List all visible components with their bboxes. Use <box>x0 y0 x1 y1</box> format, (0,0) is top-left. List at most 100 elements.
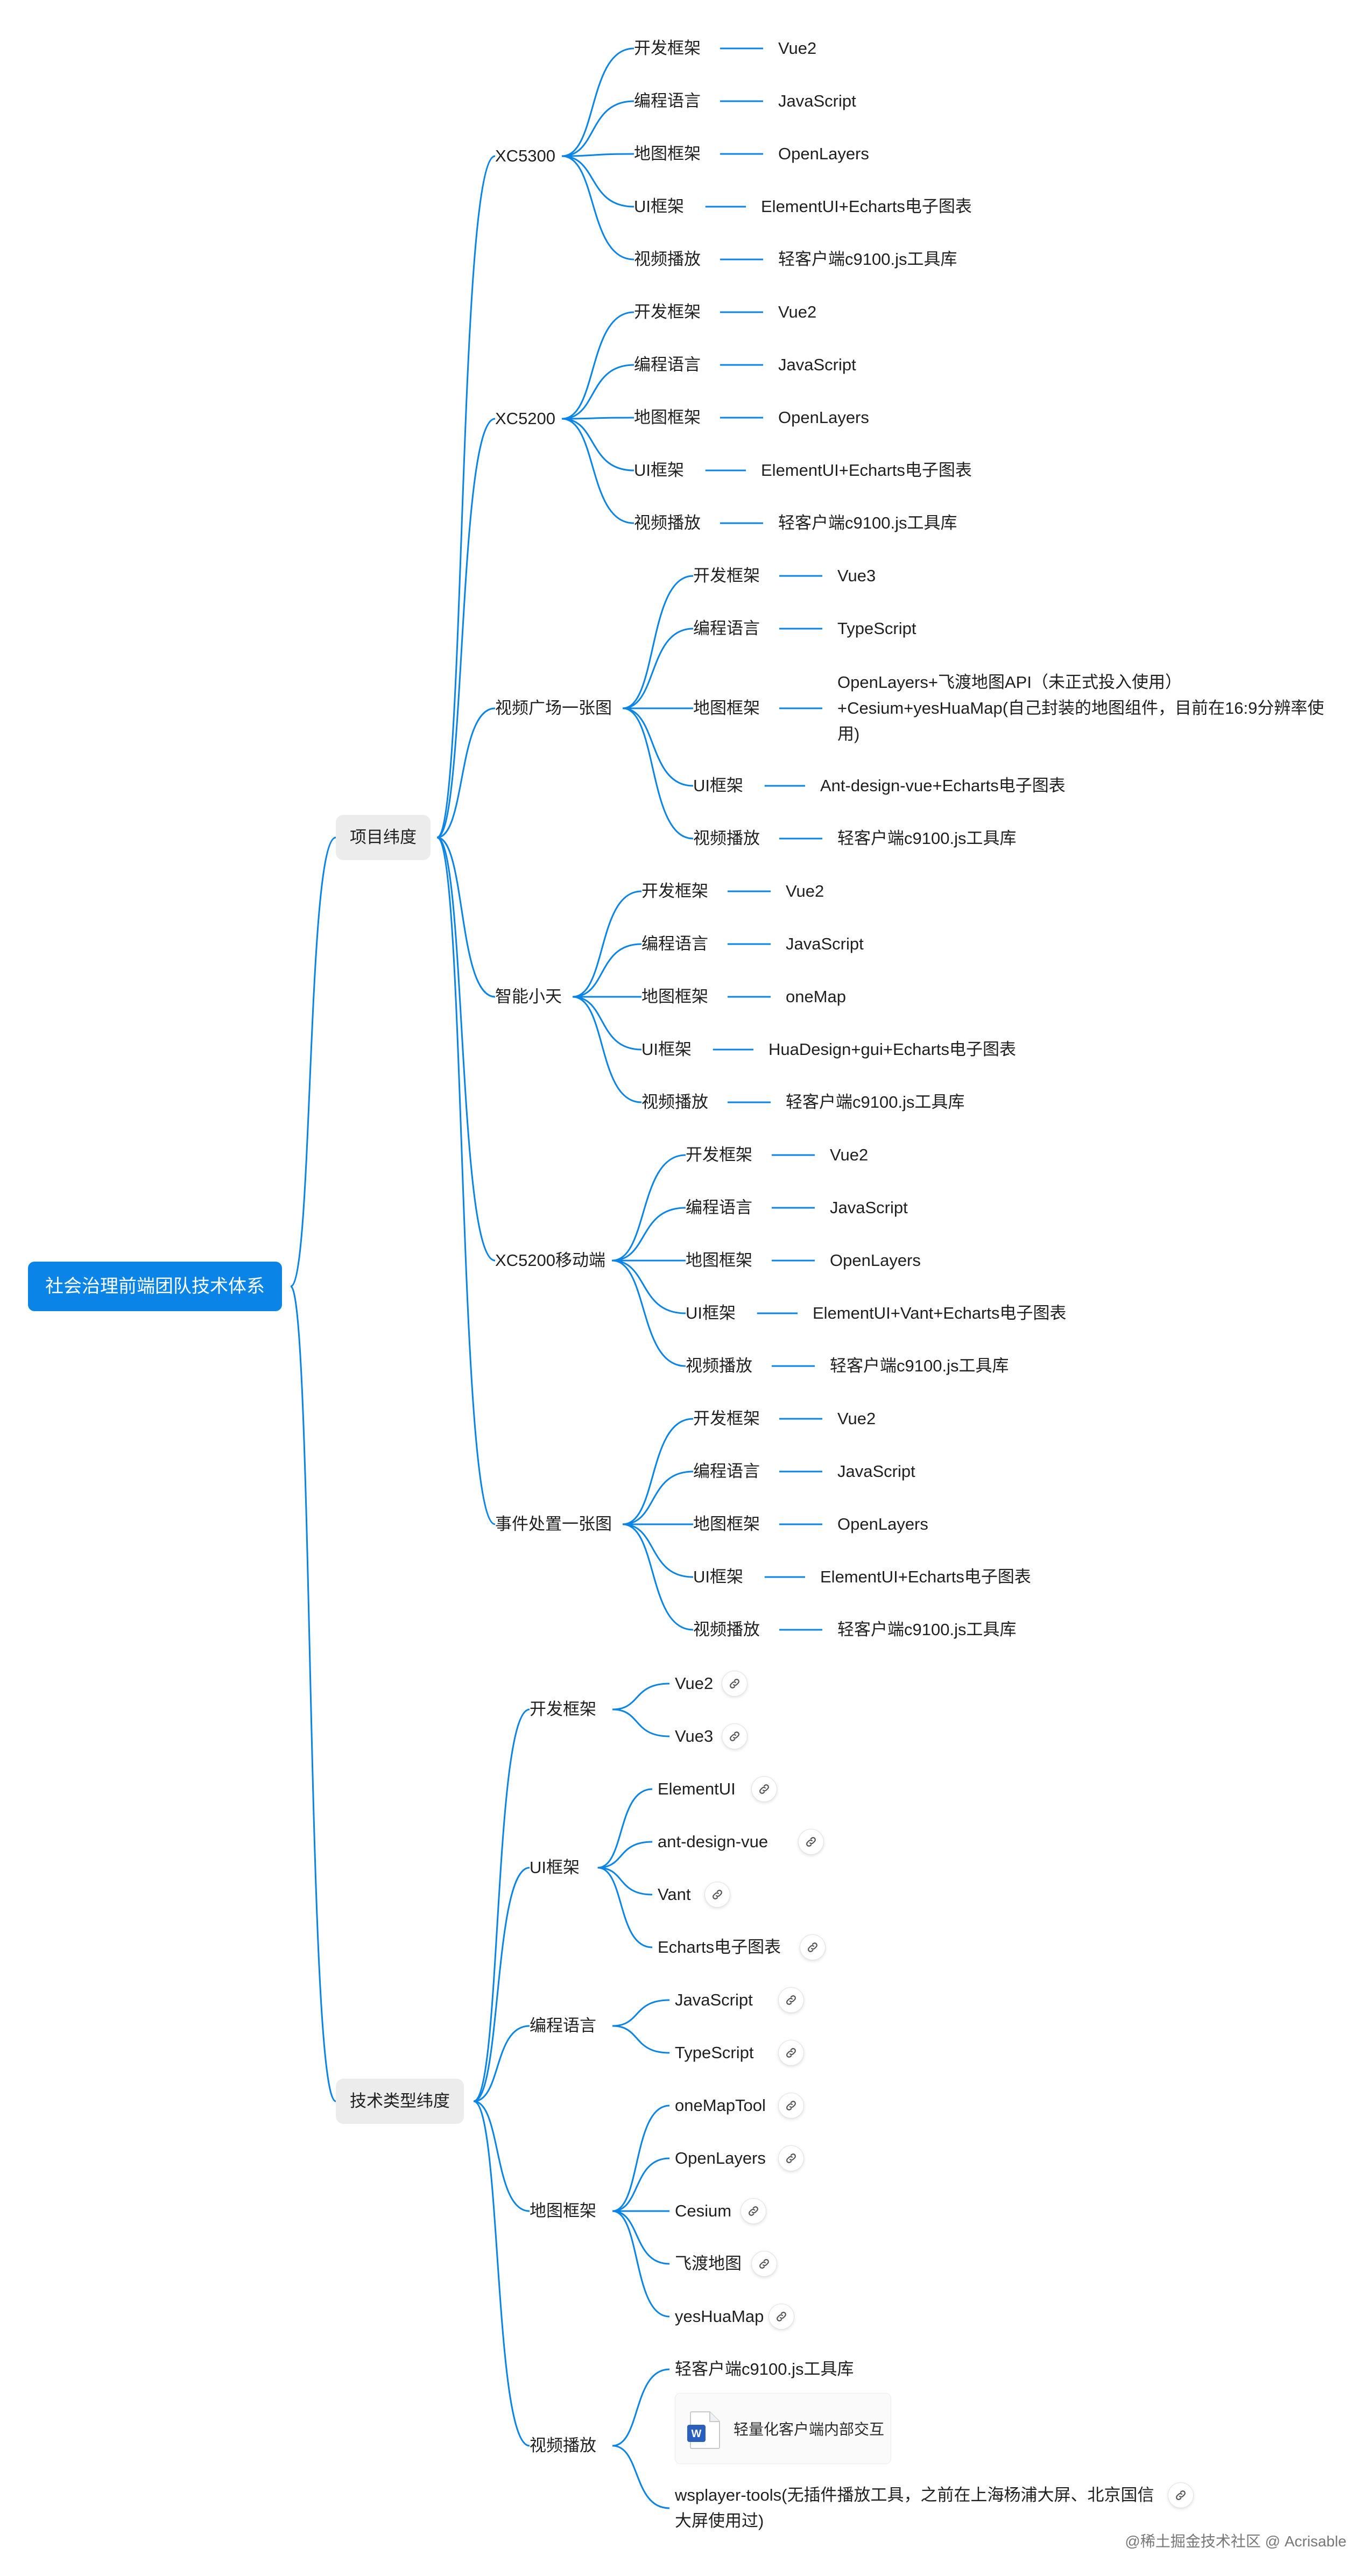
root-to-tech <box>290 1285 336 2102</box>
value-node: OpenLayers+飞渡地图API（未正式投入使用）+Cesium+yesHu… <box>837 673 1324 743</box>
value-node: OpenLayers <box>778 408 869 427</box>
tech-category-node: 编程语言 <box>530 2016 596 2035</box>
tech-category-node: 视频播放 <box>530 2436 596 2455</box>
project-connector <box>436 836 496 1262</box>
category-node: 地图框架 <box>634 408 701 427</box>
category-node: UI框架 <box>634 197 684 216</box>
link-icon[interactable] <box>778 1987 804 2013</box>
category-connector <box>562 418 634 524</box>
tech-item-node: oneMapTool <box>675 2096 766 2115</box>
tech-item-connector <box>612 1683 670 1711</box>
category-node: 开发框架 <box>693 566 760 585</box>
value-node: 轻客户端c9100.js工具库 <box>778 250 957 269</box>
category-connector <box>622 575 694 709</box>
link-icon[interactable] <box>768 2304 795 2329</box>
category-connector <box>562 155 634 261</box>
project-node: 视频广场一张图 <box>495 699 612 717</box>
link-icon[interactable] <box>778 2040 804 2066</box>
tech-category-node: 开发框架 <box>530 1700 596 1719</box>
value-node: Ant-design-vue+Echarts电子图表 <box>820 776 1066 795</box>
category-connector <box>562 311 634 420</box>
tech-item-connector <box>612 2025 670 2054</box>
project-connector <box>436 707 496 839</box>
category-connector <box>562 100 634 157</box>
doc-card[interactable]: W 轻量化客户端内部交互 <box>675 2393 891 2464</box>
category-node: UI框架 <box>641 1040 692 1059</box>
value-node: TypeScript <box>837 619 916 638</box>
watermark: @稀土掘金技术社区 @ Acrisable <box>1125 2533 1346 2550</box>
category-connector <box>562 155 634 208</box>
link-icon[interactable] <box>778 2093 804 2118</box>
category-node: 编程语言 <box>634 92 701 110</box>
category-node: 编程语言 <box>634 355 701 374</box>
dimension-tech: 技术类型纬度 <box>336 2079 464 2124</box>
value-node: OpenLayers <box>830 1251 921 1270</box>
value-node: OpenLayers <box>778 144 869 163</box>
tech-category-connector <box>473 2100 530 2212</box>
category-node: 地图框架 <box>693 1515 760 1533</box>
value-node: Vue2 <box>837 1409 876 1428</box>
value-node: JavaScript <box>778 92 856 110</box>
value-node: 轻客户端c9100.js工具库 <box>837 829 1017 848</box>
category-connector <box>572 996 642 1103</box>
link-icon[interactable] <box>722 1723 748 1749</box>
category-node: 编程语言 <box>693 1462 760 1481</box>
category-node: 视频播放 <box>634 250 701 269</box>
value-node: ElementUI+Echarts电子图表 <box>820 1567 1031 1586</box>
tech-item-node: OpenLayers <box>675 2149 766 2167</box>
category-node: 开发框架 <box>641 882 708 900</box>
tech-item-node: 轻客户端c9100.js工具库 <box>675 2360 854 2378</box>
doc-card-title: 轻量化客户端内部交互 <box>734 2421 885 2438</box>
link-icon[interactable] <box>799 1934 826 1960</box>
tech-category-connector <box>473 1708 530 2102</box>
category-node: UI框架 <box>693 776 743 795</box>
link-icon[interactable] <box>751 1776 778 1802</box>
value-node: JavaScript <box>830 1198 908 1217</box>
category-node: 开发框架 <box>686 1145 752 1164</box>
category-node: 编程语言 <box>686 1198 752 1217</box>
value-node: 轻客户端c9100.js工具库 <box>837 1620 1017 1639</box>
value-node: JavaScript <box>786 934 864 953</box>
value-node: 轻客户端c9100.js工具库 <box>778 513 957 532</box>
link-icon[interactable] <box>722 1671 748 1697</box>
category-connector <box>622 1418 694 1525</box>
link-icon[interactable] <box>751 2251 777 2277</box>
category-node: 编程语言 <box>641 934 708 953</box>
root-node: 社会治理前端团队技术体系 <box>28 1262 282 1311</box>
value-node: Vue2 <box>778 302 817 321</box>
svg-text:W: W <box>692 2428 702 2440</box>
value-node: ElementUI+Echarts电子图表 <box>761 461 972 480</box>
tech-category-connector <box>473 1867 530 2102</box>
category-connector <box>572 996 642 1051</box>
link-icon[interactable] <box>778 2145 804 2171</box>
link-icon[interactable] <box>741 2198 767 2224</box>
link-icon[interactable] <box>798 1829 824 1855</box>
category-connector <box>562 153 634 157</box>
category-connector <box>572 943 642 998</box>
category-node: 地图框架 <box>693 699 760 717</box>
category-connector <box>572 890 642 998</box>
tech-item-connector <box>612 2368 670 2447</box>
tech-item-node: JavaScript <box>675 1990 753 2009</box>
tech-item-node: yesHuaMap <box>675 2307 764 2326</box>
tech-item-node: Cesium <box>675 2201 732 2220</box>
tech-category-node: 地图框架 <box>530 2201 596 2220</box>
category-node: UI框架 <box>686 1304 736 1322</box>
project-connector <box>436 836 496 1525</box>
link-icon[interactable] <box>704 1882 731 1908</box>
word-doc-icon: W <box>687 2411 720 2449</box>
tech-category-node: UI框架 <box>530 1858 580 1877</box>
category-connector <box>612 1154 686 1262</box>
value-node: 轻客户端c9100.js工具库 <box>830 1356 1009 1375</box>
value-node: OpenLayers <box>837 1515 928 1533</box>
value-node: HuaDesign+gui+Echarts电子图表 <box>768 1040 1017 1059</box>
category-connector <box>562 417 634 420</box>
tech-item-connector <box>597 1788 653 1869</box>
category-connector <box>562 47 634 157</box>
project-connector <box>436 155 496 839</box>
tech-item-node: ant-design-vue <box>658 1832 768 1851</box>
project-node: 智能小天 <box>495 987 562 1006</box>
link-icon[interactable] <box>1168 2482 1194 2508</box>
tech-item-connector <box>612 1999 670 2027</box>
